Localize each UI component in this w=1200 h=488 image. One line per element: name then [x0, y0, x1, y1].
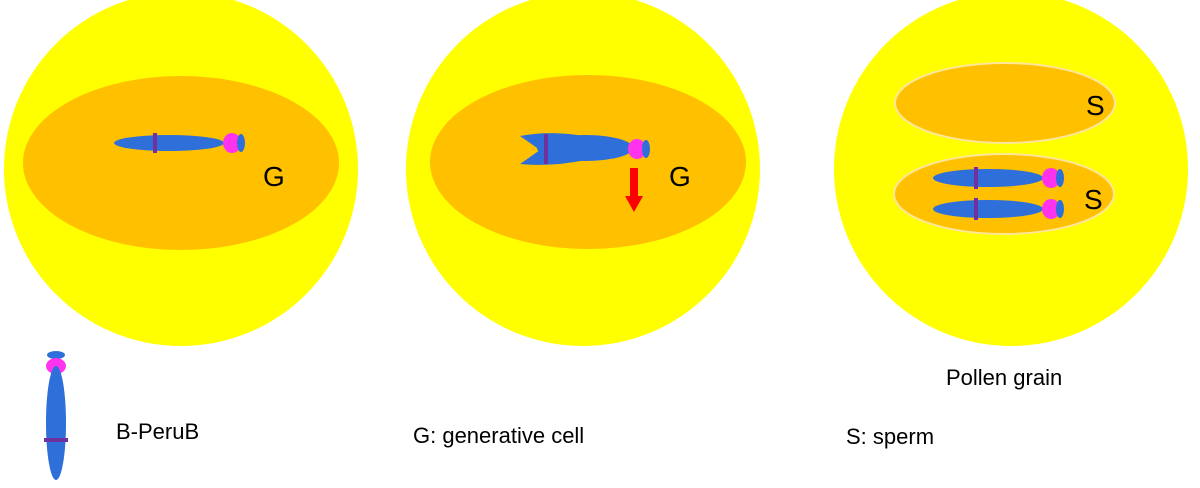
chromosome-3b: [933, 198, 1064, 220]
pollen-grain-label: Pollen grain: [946, 365, 1062, 390]
generative-cell-key: G: generative cell: [413, 423, 584, 448]
panel-3: S S: [834, 0, 1188, 346]
sperm-key: S: sperm: [846, 424, 934, 449]
down-arrow-icon: [625, 168, 643, 212]
chromosome-icon: [44, 351, 68, 480]
cell-label-g-1: G: [263, 161, 285, 192]
sperm-cell-lower: [893, 153, 1115, 235]
panel-1: G: [4, 0, 358, 346]
panel-2: G: [406, 0, 760, 346]
legend: B-PeruB G: generative cell S: sperm Poll…: [44, 351, 1062, 480]
chromosome-3a: [933, 167, 1064, 189]
generative-cell-1: [23, 76, 339, 250]
cell-label-s-lower: S: [1084, 184, 1103, 215]
cell-label-g-2: G: [669, 161, 691, 192]
chromosome-1: [114, 133, 245, 153]
generative-cell-2: [430, 75, 746, 249]
sperm-cell-upper: [894, 62, 1116, 144]
cell-label-s-upper: S: [1086, 90, 1105, 121]
chromosome-2-split: [520, 133, 650, 165]
chromosome-label: B-PeruB: [116, 419, 199, 444]
